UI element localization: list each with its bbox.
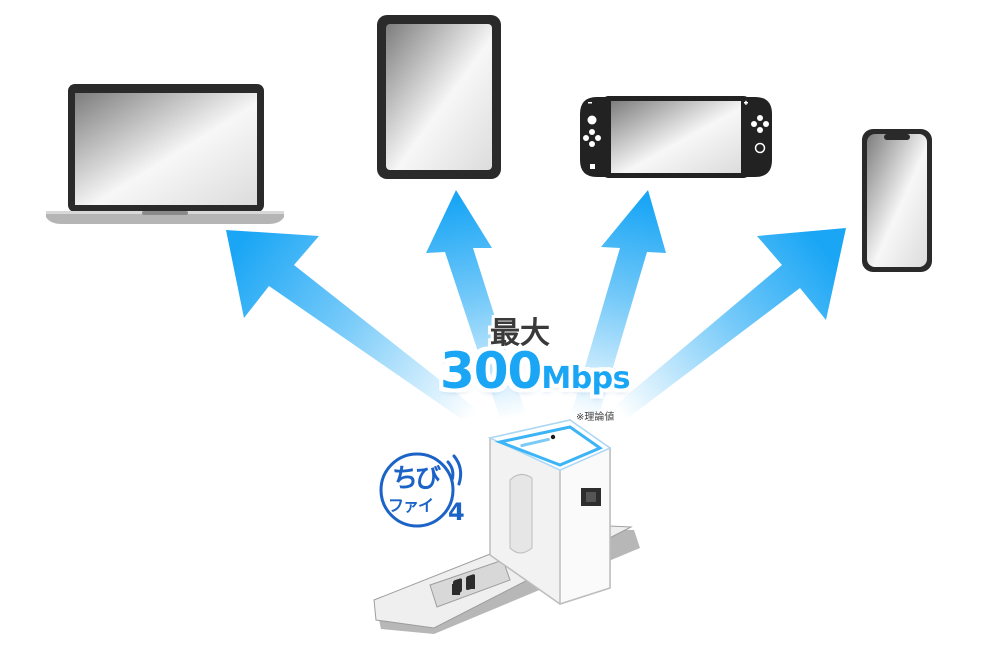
arrow-to-game-console	[570, 190, 666, 418]
speed-number: 300	[439, 342, 542, 400]
logo-ring	[379, 452, 455, 528]
arrow-to-laptop	[226, 230, 488, 418]
max-speed-prefix: 最大	[490, 316, 550, 351]
logo-number: 4	[448, 498, 465, 526]
wifi-extender-icon	[487, 419, 612, 606]
logo-line1: ちび	[392, 464, 441, 494]
theoretical-note: ※理論値	[576, 412, 615, 423]
wifi-signal-icon	[446, 454, 463, 486]
laptop-icon	[46, 84, 284, 224]
speed-unit: Mbps	[541, 361, 631, 396]
arrow-to-tablet	[426, 190, 527, 418]
arrow-to-smartphone	[600, 228, 846, 418]
smartphone-icon	[862, 129, 932, 272]
logo-line2: ファイ	[388, 496, 434, 515]
game-console-icon	[580, 96, 772, 178]
max-speed-value: 300Mbps	[420, 342, 650, 400]
tablet-icon	[377, 15, 501, 179]
